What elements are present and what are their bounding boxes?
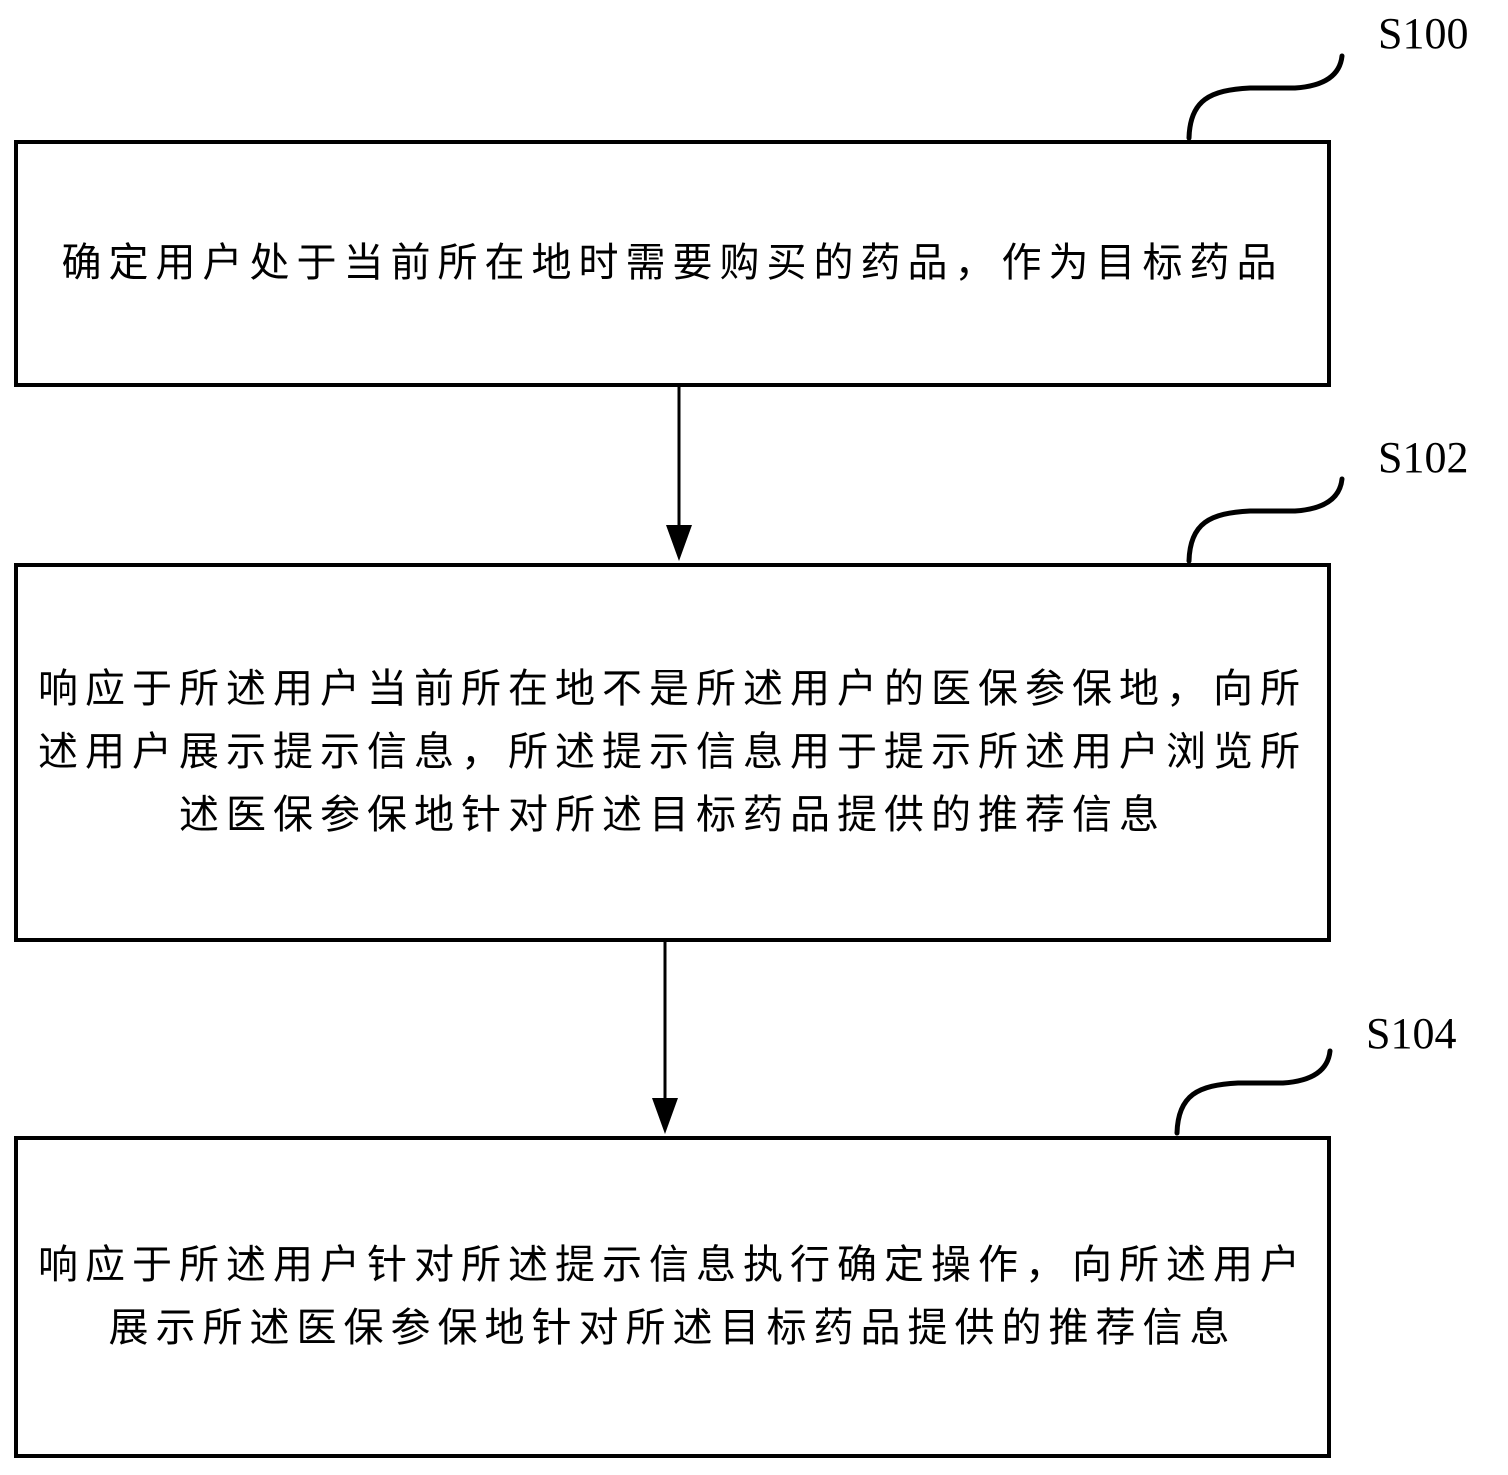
step-text-s104: 响应于所述用户针对所述提示信息执行确定操作，向所述用户展示所述医保参保地针对所述… [38,1242,1307,1351]
step-label-s102: S102 [1378,433,1469,482]
step-box-s104: 响应于所述用户针对所述提示信息执行确定操作，向所述用户展示所述医保参保地针对所述… [14,1136,1331,1458]
leader-line-s102 [1186,476,1345,564]
step-label-s104: S104 [1366,1009,1457,1058]
step-label-s100: S100 [1378,9,1469,58]
step-box-s102: 响应于所述用户当前所在地不是所述用户的医保参保地，向所述用户展示提示信息，所述提… [14,563,1331,942]
arrowhead-s102-to-s104 [652,1098,678,1134]
step-text-s102: 响应于所述用户当前所在地不是所述用户的医保参保地，向所述用户展示提示信息，所述提… [38,666,1307,838]
arrowhead-s100-to-s102 [666,525,692,561]
leader-line-s104 [1174,1048,1333,1136]
step-box-s100: 确定用户处于当前所在地时需要购买的药品，作为目标药品 [14,140,1331,387]
leader-line-s100 [1186,53,1345,141]
step-text-s100: 确定用户处于当前所在地时需要购买的药品，作为目标药品 [61,240,1284,286]
